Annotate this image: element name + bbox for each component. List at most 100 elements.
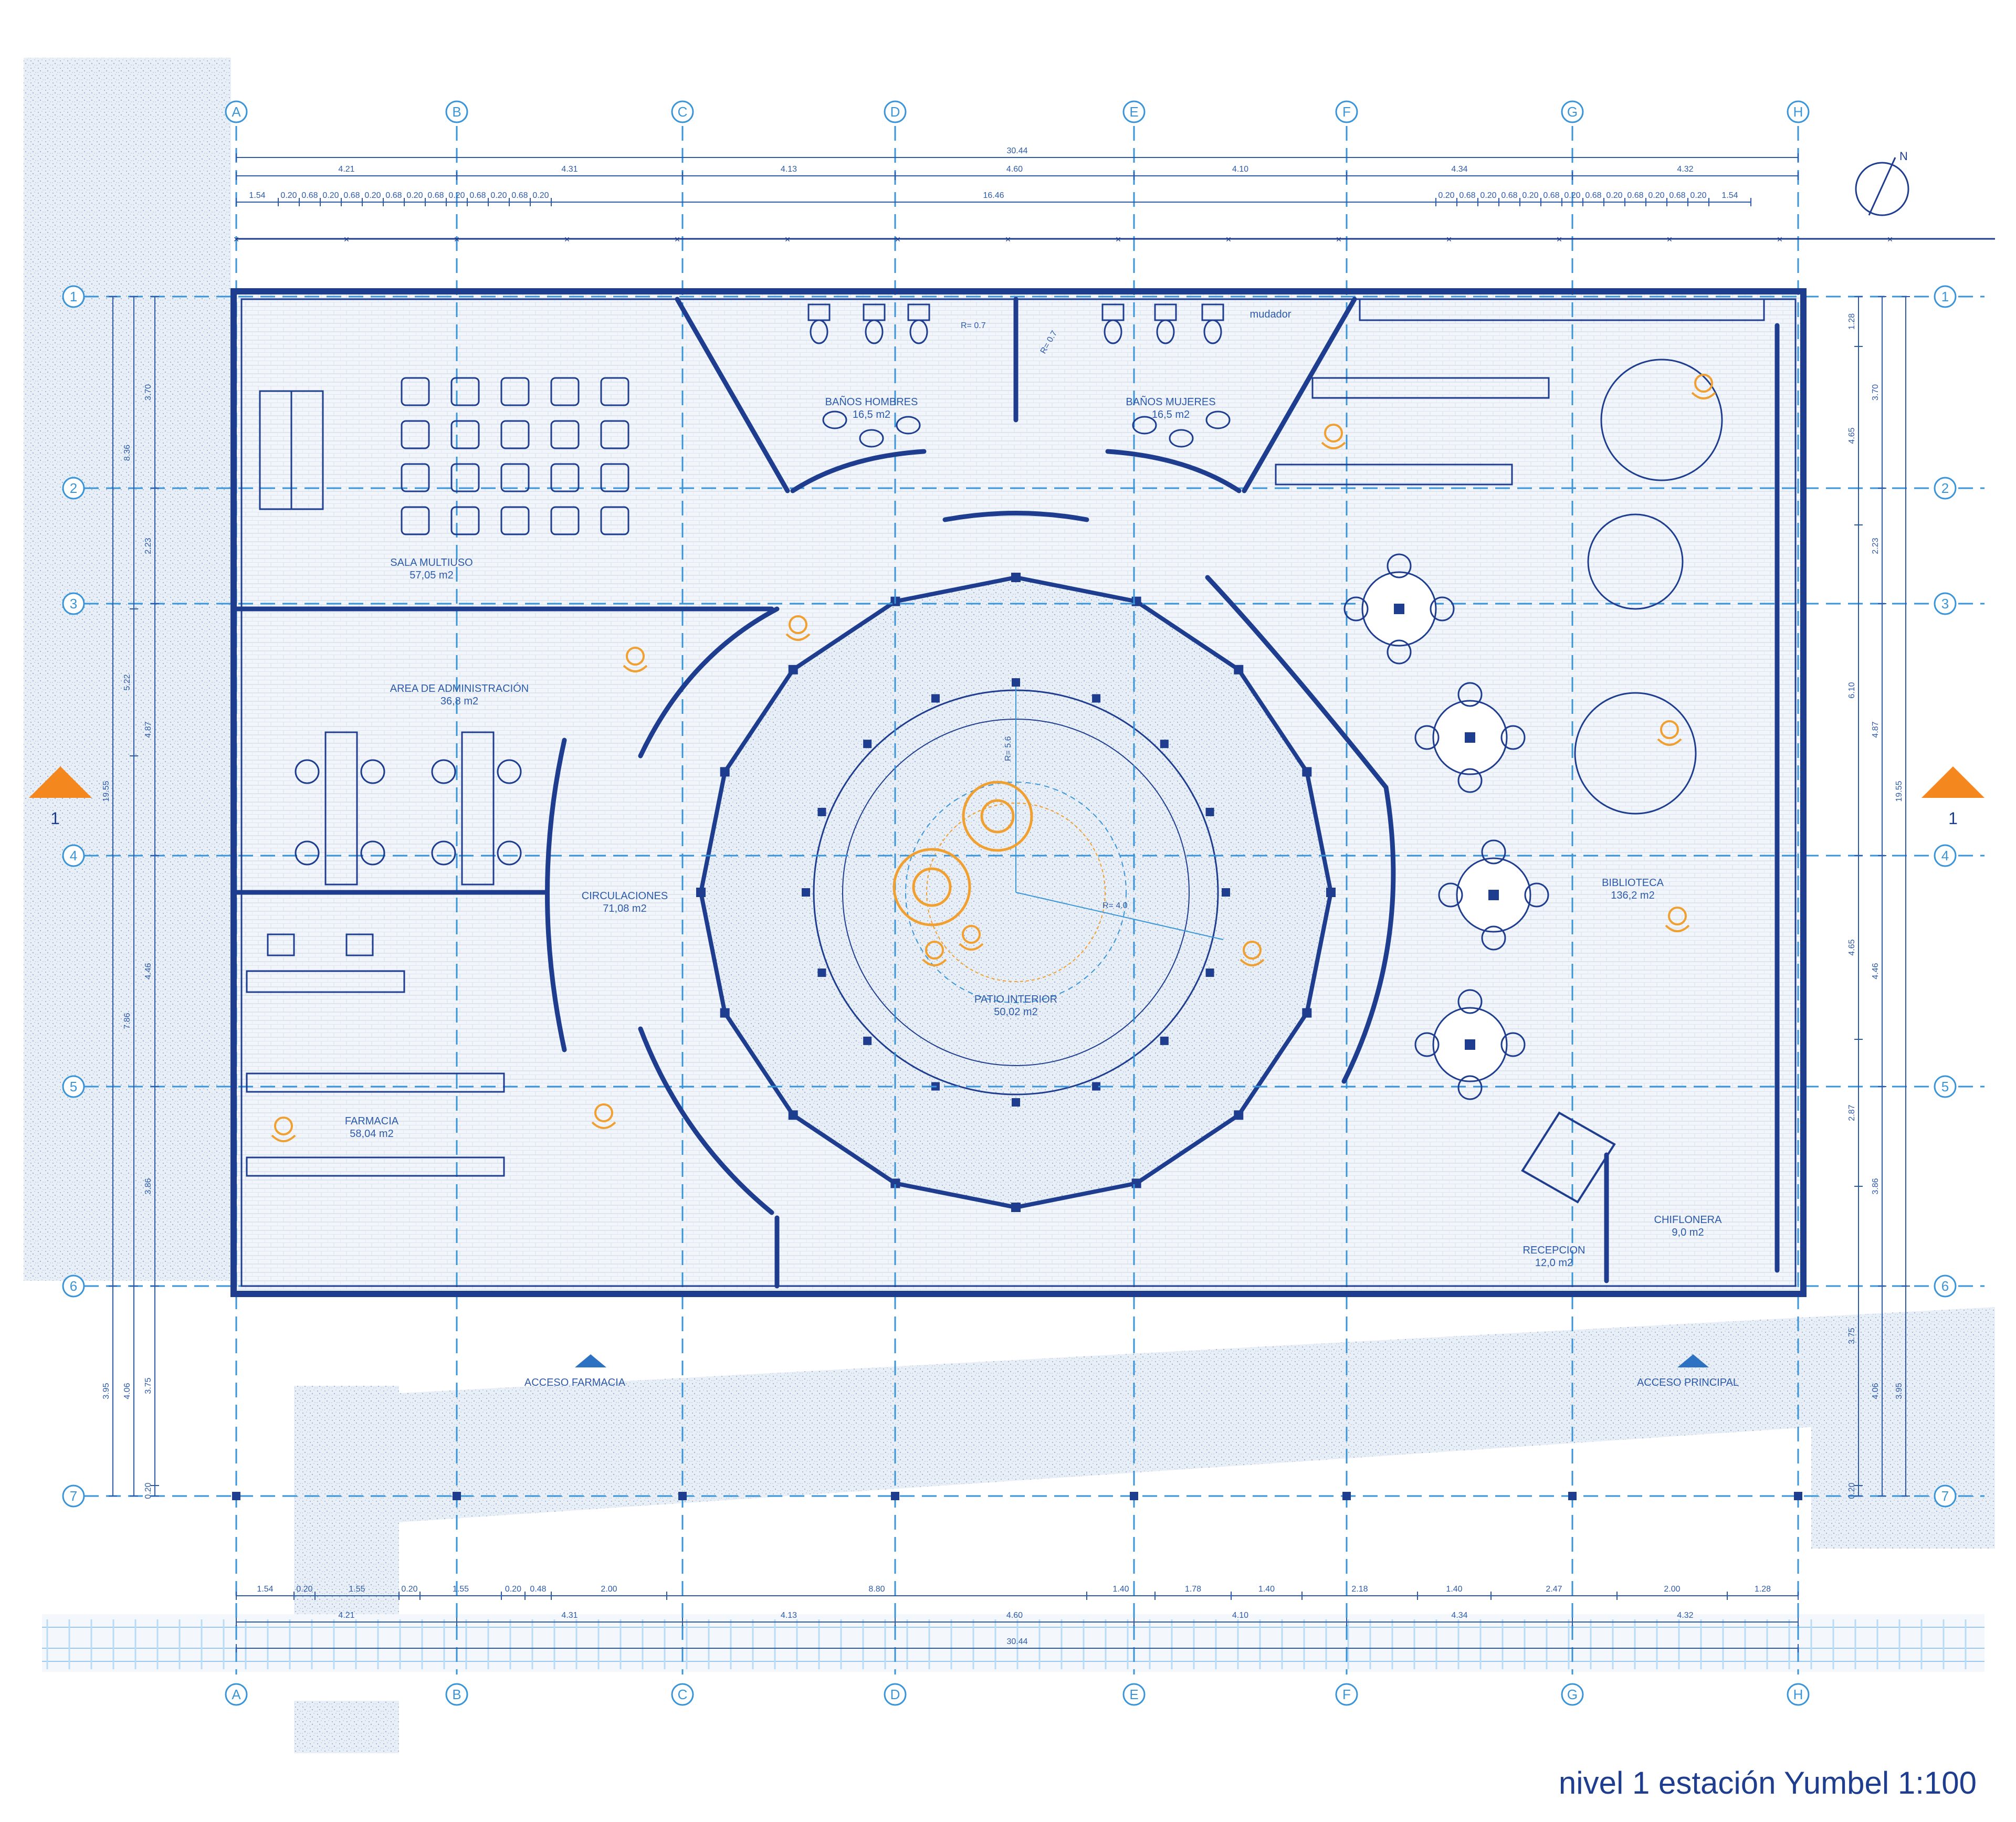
person-figure [594,1103,613,1122]
patio-inner-post [802,888,810,897]
grid-label-F: F [1342,104,1351,120]
grid-bubble-D [884,1683,907,1706]
person-figure-body [959,943,984,951]
chair [500,377,530,406]
dim-left-inner-value: 2.23 [144,538,153,554]
grid-label-E: E [1129,1687,1138,1702]
chair [401,420,430,449]
room-name: SALA MULTIUSO [390,557,472,568]
chair [600,377,629,406]
multipurpose-seating [401,377,629,535]
grid-label-6: 6 [1941,1278,1949,1294]
chair [550,377,580,406]
person-figure-body [591,1121,616,1129]
section-label-left: 1 [50,809,60,828]
dim-top-detail-left-value: 1.54 [249,191,265,200]
library-chair [1414,725,1440,750]
dim-left-inner-value: 4.87 [144,721,153,738]
dim-left-mid-value: 7.86 [123,1013,132,1029]
dim-bottom-detail-value: 0.20 [401,1585,417,1594]
room-area: 50,02 m2 [994,1006,1037,1018]
library-chair [1457,768,1483,793]
patio-radius-vertical-label: R= 5.6 [1004,736,1013,761]
dim-top-detail-left-value: 0.20 [322,191,339,200]
grid-label-C: C [678,1687,688,1702]
dim-bottom-spans-value: 4.13 [781,1611,797,1620]
grid-bubble-C [671,100,694,123]
grid-label-5: 5 [1941,1079,1949,1094]
dim-right-outer-value: 19.55 [1895,781,1904,802]
dim-right-mid-value: 4.65 [1847,939,1856,955]
dim-top-detail-right-value: 0.20 [1564,191,1580,200]
grid-bubble-F [1335,1683,1358,1706]
person-figure-body [1321,441,1346,449]
dim-bottom-spans-value: 4.31 [561,1611,578,1620]
grid-bubble-6 [1934,1275,1957,1298]
access-main-label: ACCESO PRINCIPAL [1637,1377,1739,1388]
grid-label-E: E [1129,104,1138,120]
sink [896,416,921,435]
grid-label-A: A [232,104,241,120]
grid-post [232,1492,240,1500]
dim-top-detail-right-value: 1.54 [1721,191,1738,200]
room-name: CIRCULACIONES [582,890,668,902]
grid-post [1794,1492,1802,1500]
patio-radius-label: R= 4.0 [1102,901,1128,910]
toilet-bowl [1156,319,1175,344]
grid-label-5: 5 [70,1079,77,1094]
dim-bottom-detail-value: 1.55 [349,1585,365,1594]
access-main-marker [1677,1354,1709,1367]
dim-left-outer-value: 3.95 [102,1383,111,1399]
dim-top-spans-value: 4.13 [781,165,797,174]
table-leg [1465,1039,1475,1050]
section-marker-left [29,766,92,798]
grid-post [678,1492,687,1500]
section-marker-right [1922,766,1984,798]
grid-bubble-4 [62,844,85,867]
left-site-strip [24,58,231,1281]
chair [450,506,480,535]
dim-top-detail-left-value: 0.68 [427,191,444,200]
library-chair [1387,553,1412,578]
dim-top-detail-left-value: 0.20 [490,191,507,200]
grid-label-1: 1 [70,289,77,304]
chair [450,377,480,406]
dim-right-mid-value: 4.65 [1847,427,1856,444]
grid-bubble-B [445,1683,468,1706]
chair [550,420,580,449]
patio-inner-post [1160,1036,1169,1045]
room-area: 58,04 m2 [350,1128,393,1140]
grid-post [1130,1492,1138,1500]
patio-column [1326,888,1336,897]
grid-bubble-H [1787,100,1810,123]
beam-tick: × [564,234,570,245]
grid-bubble-A [225,1683,248,1706]
person-figure-body [922,959,947,966]
grid-bubble-G [1561,1683,1584,1706]
grid-bubble-E [1122,1683,1146,1706]
interior-walls [234,297,1780,1289]
patio-column [1011,573,1021,582]
grid-bubble-7 [1934,1484,1957,1508]
section-label-right: 1 [1948,809,1958,828]
toilet-bowl [1203,319,1222,344]
person-figure [789,615,807,634]
dim-top-detail-left-value: 0.68 [511,191,528,200]
patio-column [1302,767,1312,777]
room-name: BAÑOS HOMBRES [825,395,918,408]
dim-top-detail-right-value: 0.68 [1543,191,1559,200]
dim-left-mid-value: 5.22 [123,674,132,690]
dim-bottom-detail-value: 0.48 [530,1585,546,1594]
patio-inner-post [1205,807,1214,816]
patio-column [788,665,798,675]
grid-bubble-2 [62,477,85,500]
drawing-title: nivel 1 estación Yumbel 1:100 [1558,1765,1977,1800]
dim-right-mid-value: 2.87 [1847,1104,1856,1121]
patio-inner-post [817,968,826,977]
dim-bottom-detail-value: 0.20 [505,1585,521,1594]
patio-column [788,1110,798,1120]
patio-column [890,1178,900,1188]
